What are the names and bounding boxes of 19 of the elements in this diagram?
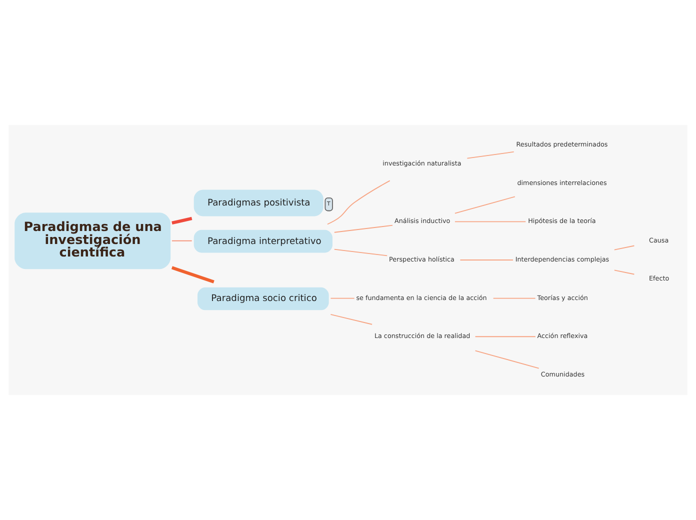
node-box: Paradigma socio critico <box>198 287 329 310</box>
connector <box>334 224 393 233</box>
connector <box>492 298 536 299</box>
connector <box>454 196 516 214</box>
connector <box>327 180 390 225</box>
connector <box>454 221 526 222</box>
connector <box>330 314 372 325</box>
connector <box>474 336 536 338</box>
node-box: Paradigmas de una investigación científica <box>14 212 171 270</box>
node-box: Paradigma interpretativo <box>194 230 332 253</box>
connector <box>330 298 355 299</box>
connector <box>172 240 192 242</box>
connector <box>614 270 635 275</box>
connector <box>614 245 635 250</box>
connector <box>474 350 540 369</box>
connector <box>171 266 214 284</box>
connector <box>172 216 192 225</box>
connector <box>334 248 388 256</box>
connector <box>466 151 514 159</box>
